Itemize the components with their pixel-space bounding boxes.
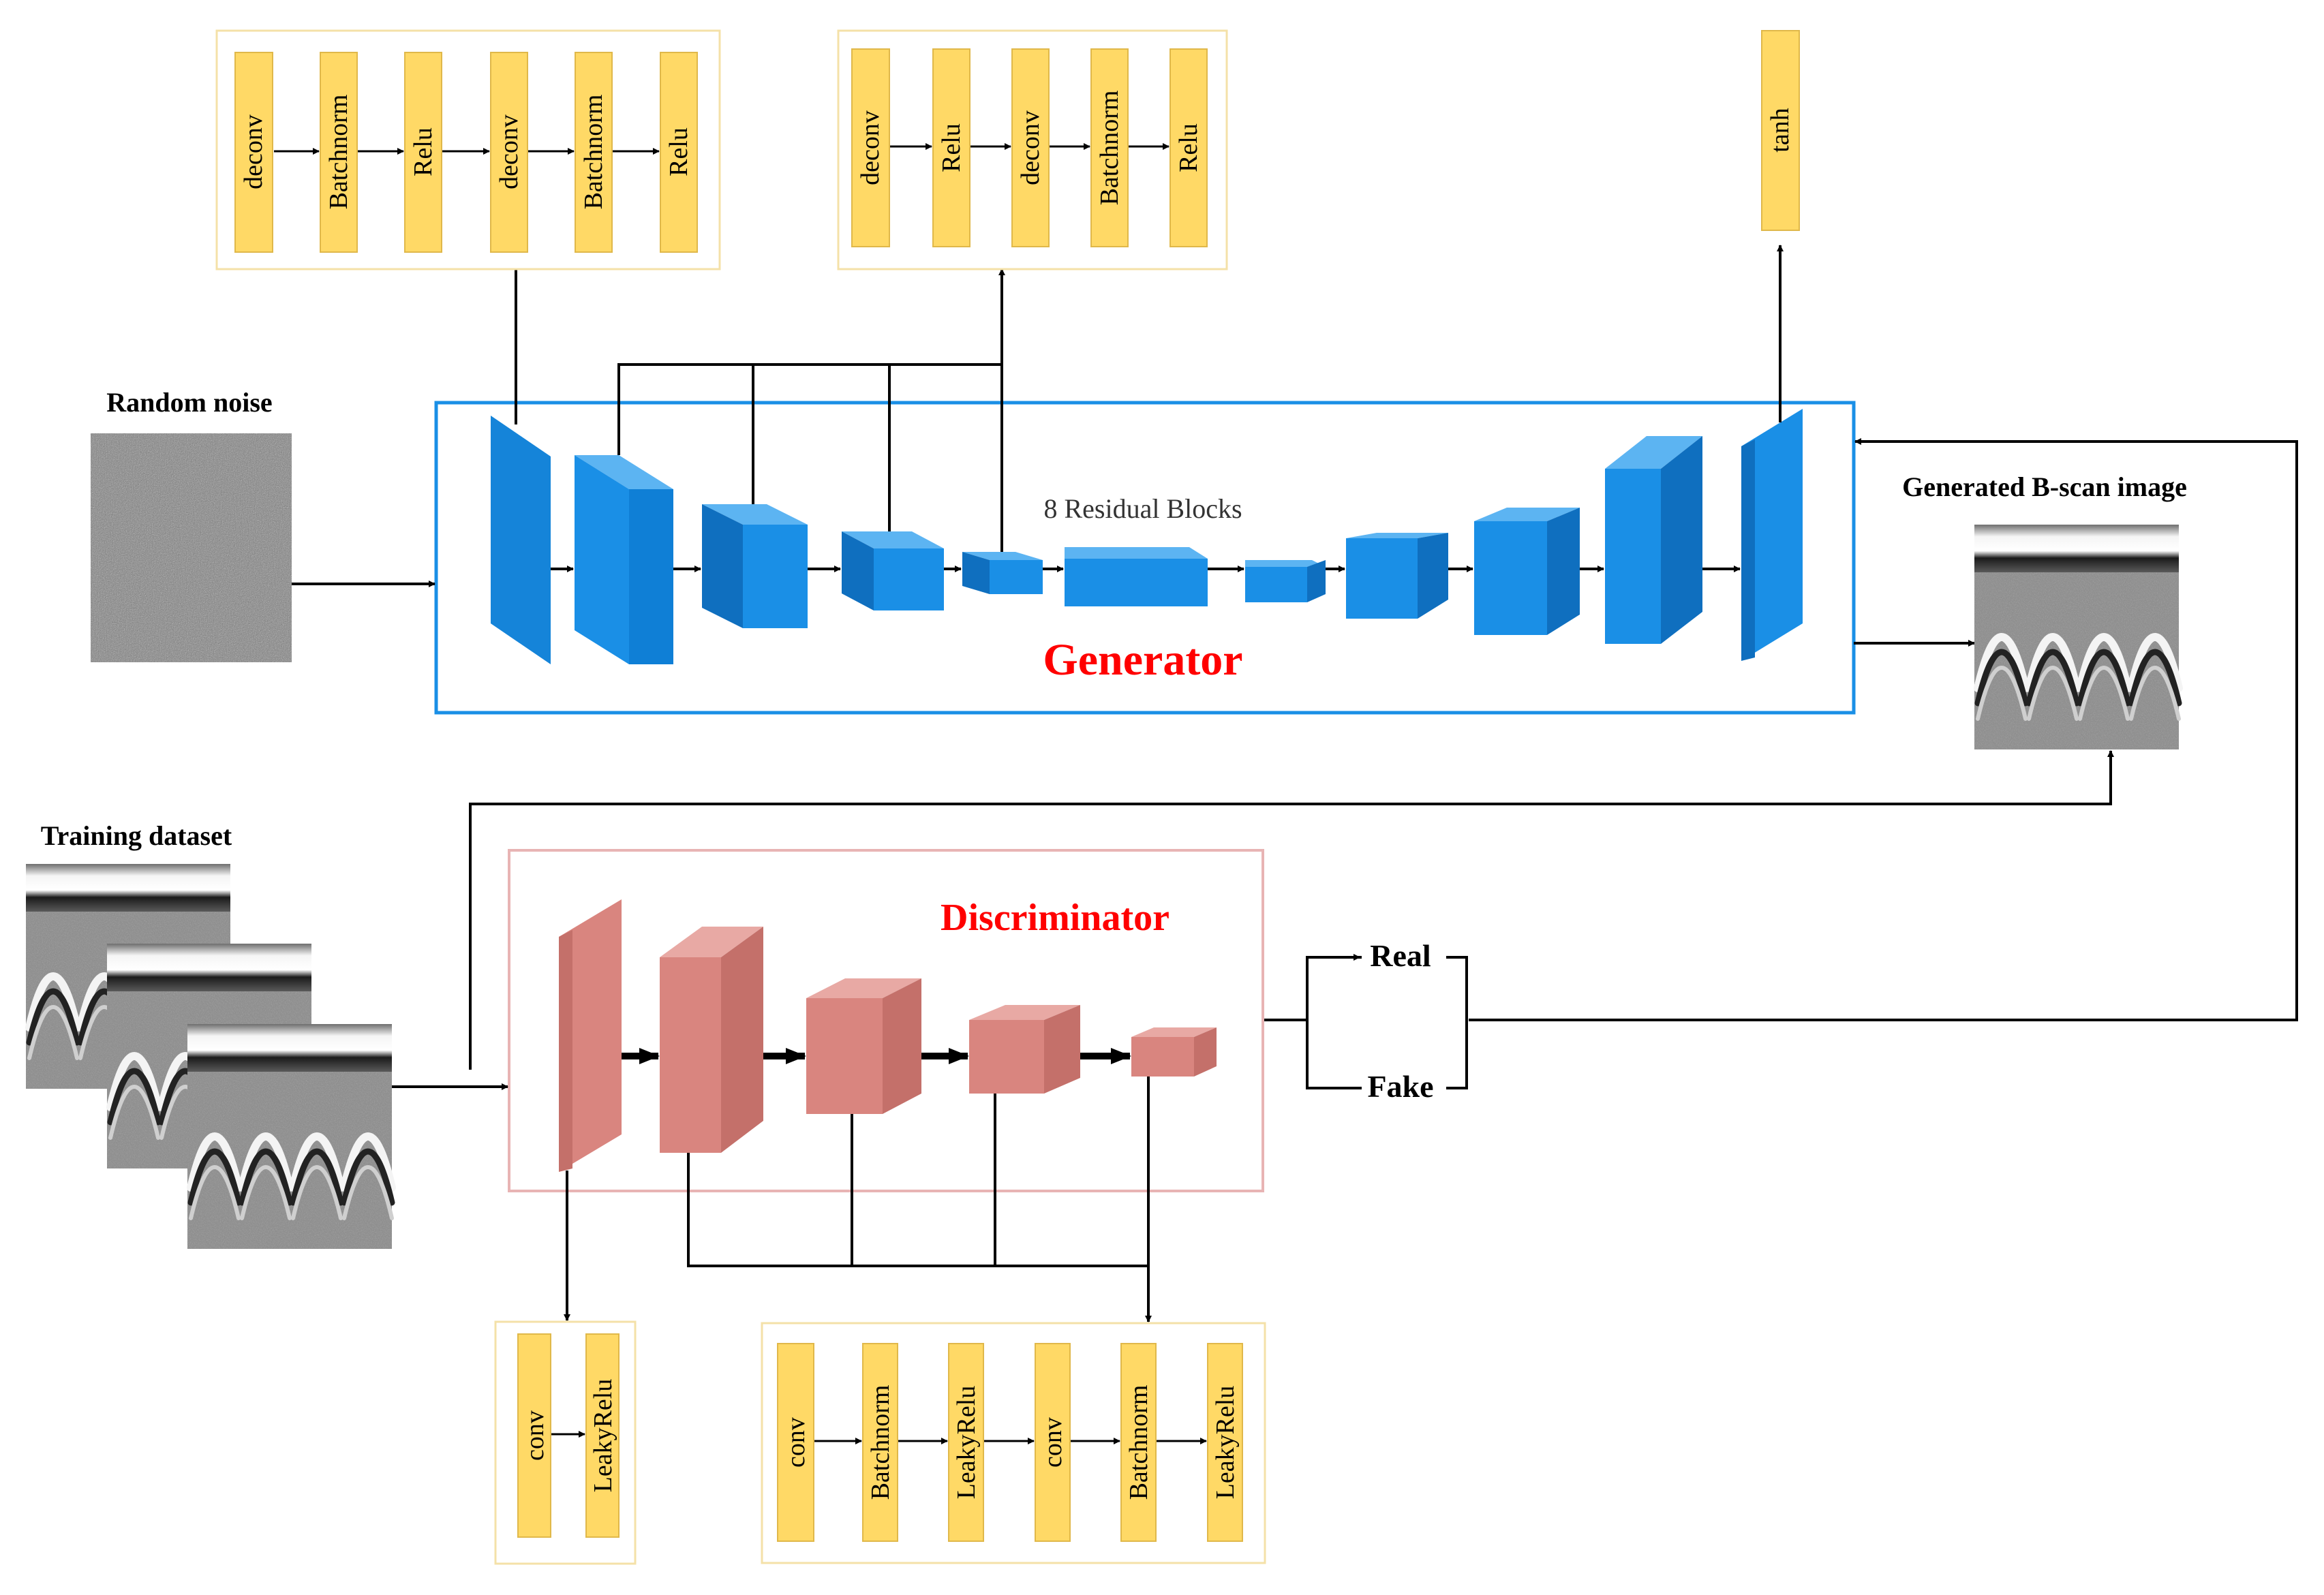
discriminator-connectors — [564, 1077, 1152, 1322]
gen-box1-layer-6: Relu — [660, 52, 698, 253]
discriminator-block-4 — [969, 1005, 1080, 1094]
discriminator-detail-box-2: conv Batchnorm LeakyRelu conv Batchnorm … — [761, 1322, 1266, 1564]
generated-bscan: Generated B-scan image — [1902, 471, 2187, 749]
feedback-lines — [469, 438, 2298, 1070]
disc-box1-layer-1: conv — [517, 1333, 551, 1538]
disc-box2-layer-2: Batchnorm — [862, 1343, 898, 1542]
svg-text:conv: conv — [1039, 1417, 1067, 1468]
gen-box2-layer-2: Relu — [932, 48, 970, 247]
real-label: Real — [1370, 938, 1431, 973]
training-image-3 — [187, 1024, 392, 1249]
svg-text:Batchnorm: Batchnorm — [866, 1385, 895, 1500]
svg-text:deconv: deconv — [856, 110, 885, 185]
generator-block-3 — [702, 504, 808, 628]
svg-text:Relu: Relu — [937, 123, 966, 172]
svg-text:Batchnorm: Batchnorm — [1095, 91, 1124, 206]
generator-block-11 — [1741, 409, 1803, 661]
fake-label: Fake — [1367, 1069, 1433, 1104]
generator-detail-box-1-frame — [215, 29, 721, 270]
generator-block-9 — [1474, 508, 1580, 635]
gen-box2-layer-4: Batchnorm — [1090, 48, 1129, 247]
generator-block-1 — [491, 416, 551, 664]
random-noise-label: Random noise — [106, 387, 272, 418]
generator-output-tanh: tanh — [1761, 30, 1800, 231]
residual-blocks-label: 8 Residual Blocks — [1043, 493, 1242, 524]
generator-frame — [434, 401, 1856, 715]
svg-text:deconv: deconv — [495, 114, 523, 189]
random-noise-input: Random noise — [91, 387, 292, 662]
discriminator-frame — [508, 849, 1264, 1192]
svg-text:Relu: Relu — [409, 127, 438, 176]
generator-block-10 — [1605, 436, 1702, 644]
gen-box1-layer-1: deconv — [234, 52, 273, 253]
generated-bscan-image — [1974, 525, 2179, 749]
svg-text:tanh: tanh — [1766, 108, 1794, 152]
disc-box2-layer-3: LeakyRelu — [948, 1343, 984, 1542]
gen-box2-layer-1: deconv — [851, 48, 890, 247]
generator-block-5 — [962, 552, 1043, 594]
generator-blocks — [491, 409, 1803, 664]
svg-text:Batchnorm: Batchnorm — [579, 95, 608, 210]
disc-box2-layer-4: conv — [1035, 1343, 1071, 1542]
discriminator-block-3 — [806, 978, 921, 1114]
generated-bscan-label: Generated B-scan image — [1902, 471, 2187, 502]
gen-box1-layer-3: Relu — [404, 52, 442, 253]
generator-block-8 — [1346, 533, 1448, 619]
generator-detail-box-1: deconv Batchnorm Relu deconv Batchnorm R… — [215, 29, 721, 270]
generator-title: Generator — [1043, 635, 1242, 685]
generator-block-4 — [842, 531, 944, 610]
training-dataset-label: Training dataset — [41, 820, 232, 851]
gen-box2-layer-3: deconv — [1011, 48, 1050, 247]
gen-box1-layer-5: Batchnorm — [575, 52, 613, 253]
svg-text:Batchnorm: Batchnorm — [324, 95, 353, 210]
generator-flow-arrows — [292, 566, 1975, 647]
gen-box2-layer-5: Relu — [1169, 48, 1208, 247]
svg-text:LeakyRelu: LeakyRelu — [589, 1379, 617, 1493]
generator-block-2 — [575, 455, 673, 664]
svg-text:deconv: deconv — [239, 114, 268, 189]
discriminator-block-1 — [559, 899, 622, 1172]
random-noise-texture — [91, 433, 292, 662]
discriminator-blocks — [559, 899, 1217, 1172]
svg-text:LeakyRelu: LeakyRelu — [1211, 1386, 1240, 1500]
generator-block-7 — [1245, 560, 1326, 602]
disc-box2-layer-6: LeakyRelu — [1207, 1343, 1243, 1542]
generator-detail-box-2: deconv Relu deconv Batchnorm Relu — [837, 29, 1228, 270]
svg-text:conv: conv — [782, 1417, 810, 1468]
discriminator-detail-box-1: conv LeakyRelu — [494, 1320, 637, 1565]
discriminator-block-5 — [1131, 1027, 1217, 1077]
real-fake-branch: Real Fake — [1264, 938, 1468, 1104]
training-dataset: Training dataset — [26, 820, 392, 1249]
svg-text:conv: conv — [521, 1410, 549, 1461]
disc-box1-layer-2: LeakyRelu — [585, 1333, 620, 1538]
generator-block-residual — [1065, 547, 1208, 606]
generator-connectors — [513, 245, 1784, 552]
svg-text:Relu: Relu — [664, 127, 693, 176]
svg-text:Relu: Relu — [1174, 123, 1203, 172]
disc-box2-layer-5: Batchnorm — [1120, 1343, 1157, 1542]
discriminator-title: Discriminator — [941, 897, 1169, 939]
disc-box2-layer-1: conv — [777, 1343, 814, 1542]
svg-text:LeakyRelu: LeakyRelu — [952, 1386, 981, 1500]
discriminator-detail-box-2-frame — [761, 1322, 1266, 1564]
discriminator-flow-arrows — [392, 1048, 1131, 1090]
gen-box1-layer-4: deconv — [490, 52, 528, 253]
discriminator-block-2 — [660, 927, 763, 1153]
gen-box1-layer-2: Batchnorm — [320, 52, 358, 253]
svg-text:deconv: deconv — [1016, 110, 1045, 185]
svg-text:Batchnorm: Batchnorm — [1125, 1385, 1153, 1500]
